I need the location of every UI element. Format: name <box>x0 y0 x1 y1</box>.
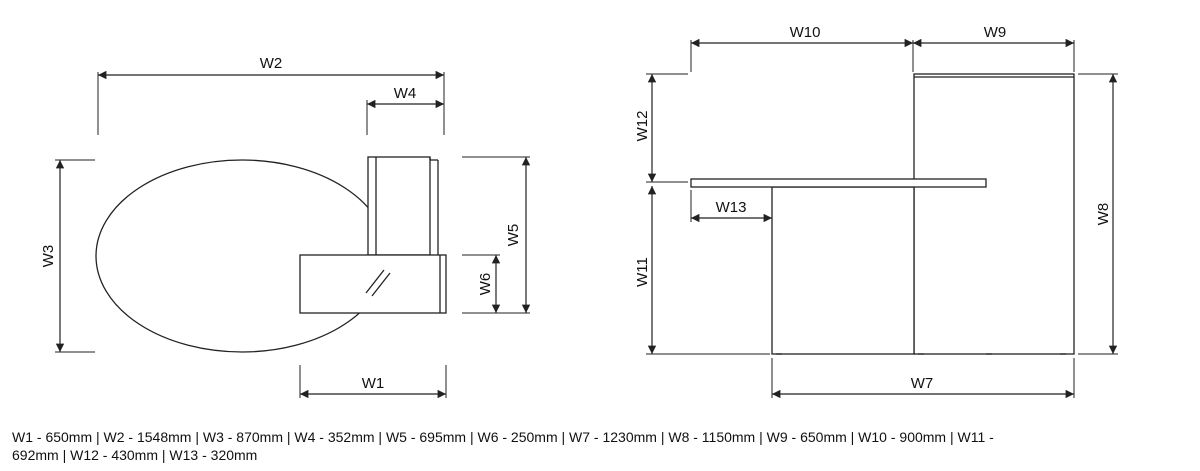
label-w5: W5 <box>505 224 522 247</box>
label-w13: W13 <box>716 199 747 216</box>
label-w10: W10 <box>790 24 821 41</box>
label-w8: W8 <box>1095 203 1112 226</box>
side-view: W10 W9 W12 W11 W13 W8 W7 <box>634 24 1118 399</box>
dimensions-caption: W1 - 650mm | W2 - 1548mm | W3 - 870mm | … <box>12 429 994 463</box>
label-w12: W12 <box>634 111 651 142</box>
side-panel <box>367 156 431 256</box>
label-w7: W7 <box>911 375 934 392</box>
label-w3: W3 <box>40 245 57 268</box>
label-w11: W11 <box>634 257 651 287</box>
counter-body <box>771 186 915 355</box>
label-w2: W2 <box>260 55 283 72</box>
shelf-top <box>690 178 987 188</box>
technical-drawing: W2 W4 W3 W5 W6 W1 <box>40 24 1118 399</box>
label-w9: W9 <box>984 24 1007 41</box>
glass-hatch-icon <box>365 269 391 297</box>
drawing-canvas: W2 W4 W3 W5 W6 W1 <box>40 24 1118 399</box>
label-w6: W6 <box>477 273 494 296</box>
tall-unit <box>913 73 1075 355</box>
label-w1: W1 <box>362 375 385 392</box>
top-view: W2 W4 W3 W5 W6 W1 <box>40 55 531 399</box>
label-w4: W4 <box>394 85 417 102</box>
